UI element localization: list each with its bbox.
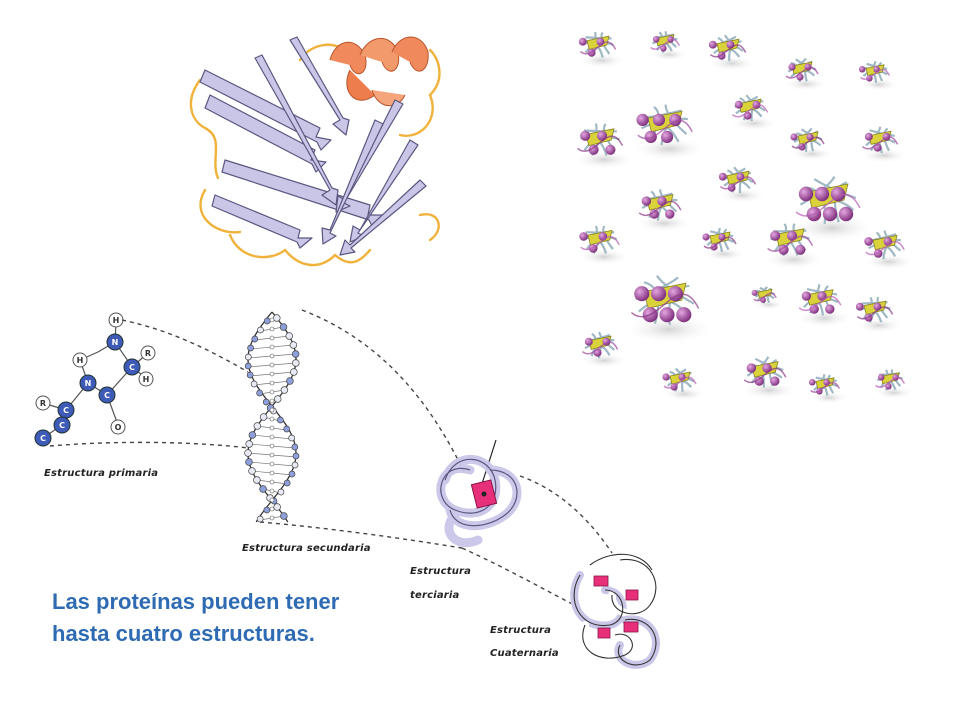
- atom-h: H: [138, 371, 154, 387]
- alpha-helix: [329, 36, 429, 107]
- caption: Las proteínas pueden tener hasta cuatro …: [52, 586, 339, 650]
- protein-structure: [662, 367, 706, 401]
- svg-text:C: C: [129, 363, 135, 372]
- protein-structure: [795, 284, 853, 328]
- protein-structure: [858, 61, 899, 91]
- protein-structure: [790, 127, 834, 161]
- protein-structure: [729, 94, 779, 132]
- svg-text:C: C: [40, 434, 46, 443]
- atom-h: H: [72, 352, 88, 368]
- protein-structure: [577, 31, 627, 69]
- svg-text:C: C: [104, 391, 110, 400]
- protein-structure: [859, 126, 909, 164]
- atom-n: N: [106, 333, 124, 351]
- protein-structure: [740, 356, 798, 400]
- label-quaternary-structure-1: Estructura: [490, 625, 552, 636]
- svg-text:H: H: [77, 356, 84, 365]
- protein-structure: [622, 275, 716, 345]
- protein-structure: [854, 296, 904, 334]
- caption-line-1: Las proteínas pueden tener: [52, 589, 340, 614]
- protein-structure: [788, 176, 876, 242]
- secondary-structure-helix: [244, 311, 300, 523]
- label-quaternary-structure-2: Cuaternaria: [490, 648, 559, 659]
- protein-structure: [862, 230, 916, 271]
- protein-structure: [579, 331, 629, 369]
- primary-structure-chain: H N R C H H N C R C O C C: [34, 312, 156, 447]
- beta-strands: [199, 36, 427, 256]
- protein-structure: [751, 286, 785, 310]
- svg-text:H: H: [143, 375, 150, 384]
- tertiary-structure-fold: [436, 439, 522, 548]
- svg-text:H: H: [113, 316, 120, 325]
- atom-r: R: [140, 345, 156, 361]
- atom-h: H: [108, 312, 124, 328]
- atom-o: O: [110, 419, 126, 435]
- protein-structure: [874, 368, 914, 399]
- protein-structure: [707, 34, 757, 72]
- svg-text:R: R: [40, 399, 46, 408]
- protein-structure: [631, 104, 707, 161]
- protein-structure: [702, 227, 746, 261]
- svg-text:C: C: [63, 406, 69, 415]
- protein-structure: [649, 31, 689, 61]
- svg-text:N: N: [85, 379, 92, 388]
- label-primary-structure: Estructura primaria: [44, 468, 159, 479]
- protein-structure: [577, 225, 631, 266]
- atom-r: R: [35, 395, 51, 411]
- beta-sheet-ribbon-model: [189, 36, 441, 267]
- protein-structures-gallery: [573, 31, 916, 404]
- protein-structure: [573, 123, 635, 170]
- label-secondary-structure: Estructura secundaria: [242, 543, 371, 554]
- svg-text:N: N: [112, 338, 119, 347]
- atom-n: N: [79, 374, 97, 392]
- dashed-connectors: [49, 309, 613, 609]
- protein-structure: [763, 223, 825, 270]
- svg-text:C: C: [59, 421, 65, 430]
- protein-structure: [808, 374, 849, 404]
- protein-structure: [717, 166, 767, 204]
- caption-line-2: hasta cuatro estructuras.: [52, 621, 315, 646]
- atom-c: C: [53, 416, 71, 434]
- protein-structure: [635, 189, 693, 233]
- svg-text:O: O: [115, 423, 122, 432]
- atom-c: C: [98, 386, 116, 404]
- quaternary-structure-complex: [570, 553, 660, 669]
- atom-c: C: [123, 358, 141, 376]
- atom-c: C: [57, 401, 75, 419]
- label-tertiary-structure-1: Estructura: [410, 566, 472, 577]
- atom-c: C: [34, 429, 52, 447]
- label-tertiary-structure-2: terciaria: [410, 590, 460, 601]
- svg-text:R: R: [145, 349, 151, 358]
- protein-structure: [784, 57, 828, 91]
